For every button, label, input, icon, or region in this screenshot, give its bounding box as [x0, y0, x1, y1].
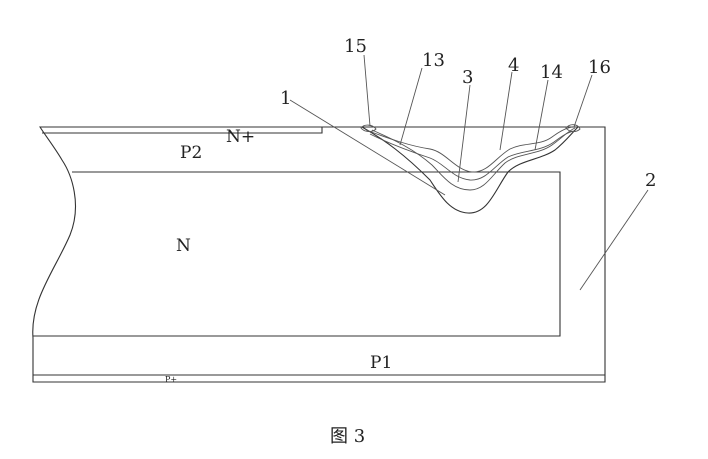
callout-3: 3: [462, 67, 473, 88]
label-p-plus: P+: [165, 375, 177, 384]
callout-labels: 15 13 3 4 14 16 1 2: [280, 36, 656, 191]
leader-16: [573, 74, 593, 128]
callout-16: 16: [588, 57, 611, 78]
trench-layer-13: [369, 130, 575, 181]
callout-14: 14: [540, 62, 563, 83]
leader-14: [534, 79, 549, 151]
leader-13: [399, 67, 423, 146]
callout-1: 1: [280, 88, 291, 109]
device-outline: [32, 126, 606, 383]
outer-boundary: [32, 126, 606, 383]
callout-4: 4: [508, 55, 519, 76]
callout-2: 2: [645, 170, 656, 191]
right-cap-16: [565, 124, 581, 132]
leader-15: [363, 54, 371, 127]
trench-wall-1: [361, 126, 579, 214]
label-p1: P1: [370, 353, 392, 373]
leader-lines: [289, 54, 649, 291]
leader-1: [289, 99, 446, 196]
figure-caption: 图 3: [330, 426, 365, 447]
label-n-plus: N+: [226, 127, 255, 147]
trench-layer-4: [365, 126, 573, 173]
label-n: N: [176, 236, 191, 256]
label-p2: P2: [180, 143, 202, 163]
region-labels: N+ P2 N P1 P+: [165, 127, 392, 384]
left-cap-15: [360, 124, 377, 132]
callout-15: 15: [344, 36, 367, 57]
trench-structure: [360, 124, 581, 214]
leader-4: [499, 71, 513, 151]
trench-layer-3: [371, 127, 576, 191]
callout-13: 13: [422, 50, 445, 71]
leader-2: [579, 189, 649, 291]
n-region-boundary: [33, 171, 561, 337]
n-plus-region: [42, 127, 323, 134]
leader-3: [457, 84, 471, 183]
